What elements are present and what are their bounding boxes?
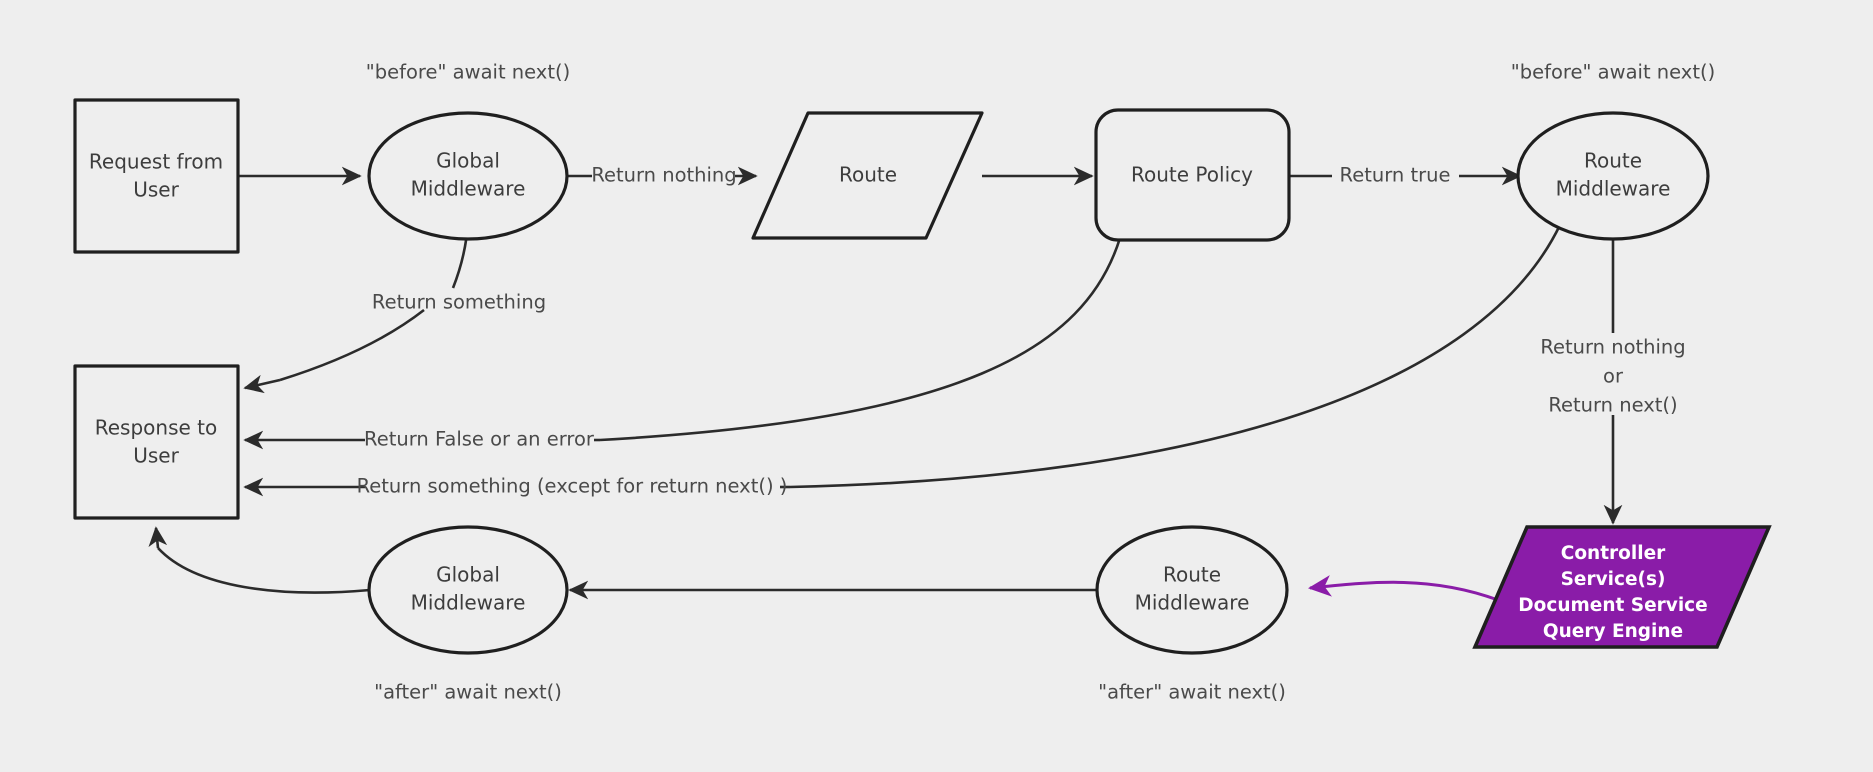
edge-route-policy-return-false-curve <box>599 237 1122 442</box>
node-controller-services-line3: Document Service <box>1518 595 1707 616</box>
node-route-middleware-before[interactable] <box>1516 111 1710 241</box>
node-route-middleware-after-line1: Route <box>1163 563 1221 587</box>
node-route-middleware-before-line2: Middleware <box>1556 177 1671 201</box>
node-route-policy-label: Route Policy <box>1131 163 1253 187</box>
edge-label-return-nothing: Return nothing <box>591 164 736 187</box>
node-request-from-user-line1: Request from <box>89 150 223 174</box>
node-response-to-user-line2: User <box>133 444 179 468</box>
node-controller-services-line4: Query Engine <box>1543 621 1683 642</box>
edge-label-return-false-or-error: Return False or an error <box>364 428 595 451</box>
node-controller-services-line1: Controller <box>1561 543 1666 564</box>
edge-controller-to-route-middleware-after <box>1308 575 1499 602</box>
edge-label-return-something-except: Return something (except for return next… <box>357 475 788 498</box>
node-controller-services-line2: Service(s) <box>1561 569 1666 590</box>
node-request-from-user-line2: User <box>133 178 179 202</box>
annotation-after-global-middleware: "after" await next() <box>374 681 562 704</box>
edge-label-return-nothing-or-next-line3: Return next() <box>1548 394 1677 417</box>
edge-label-return-something: Return something <box>372 291 546 314</box>
edge-label-return-true: Return true <box>1340 164 1451 187</box>
node-global-middleware-before-line1: Global <box>436 149 500 173</box>
node-global-middleware-after-line1: Global <box>436 563 500 587</box>
edge-global-mw-after-arrowhead <box>148 526 168 549</box>
node-global-middleware-after-line2: Middleware <box>411 591 526 615</box>
node-response-to-user[interactable] <box>73 364 240 520</box>
edge-global-mw-return-something-lower <box>279 308 425 382</box>
node-global-middleware-before[interactable] <box>367 111 569 241</box>
node-route-label: Route <box>839 163 897 187</box>
node-route-middleware-before-line1: Route <box>1584 149 1642 173</box>
node-global-middleware-before-line2: Middleware <box>411 177 526 201</box>
node-route[interactable] <box>751 111 984 240</box>
annotation-before-route-middleware: "before" await next() <box>1511 61 1715 84</box>
edge-global-mw-after-to-response-curve <box>157 547 371 594</box>
edge-label-return-nothing-or-next-line1: Return nothing <box>1540 336 1685 359</box>
edge-route-mw-return-something-curve <box>789 224 1562 489</box>
node-route-middleware-after-line2: Middleware <box>1135 591 1250 615</box>
node-global-middleware-after[interactable] <box>367 525 569 655</box>
node-route-policy[interactable] <box>1094 108 1291 242</box>
edge-return-something-arrowhead <box>243 374 281 394</box>
edge-label-return-nothing-or-next-line2: or <box>1603 365 1624 388</box>
annotation-before-global-middleware: "before" await next() <box>366 61 570 84</box>
node-response-to-user-line1: Response to <box>95 416 218 440</box>
node-route-middleware-after[interactable] <box>1095 525 1289 655</box>
annotation-after-route-middleware: "after" await next() <box>1098 681 1286 704</box>
node-request-from-user[interactable] <box>73 98 240 254</box>
node-controller-services[interactable] <box>1472 525 1772 649</box>
